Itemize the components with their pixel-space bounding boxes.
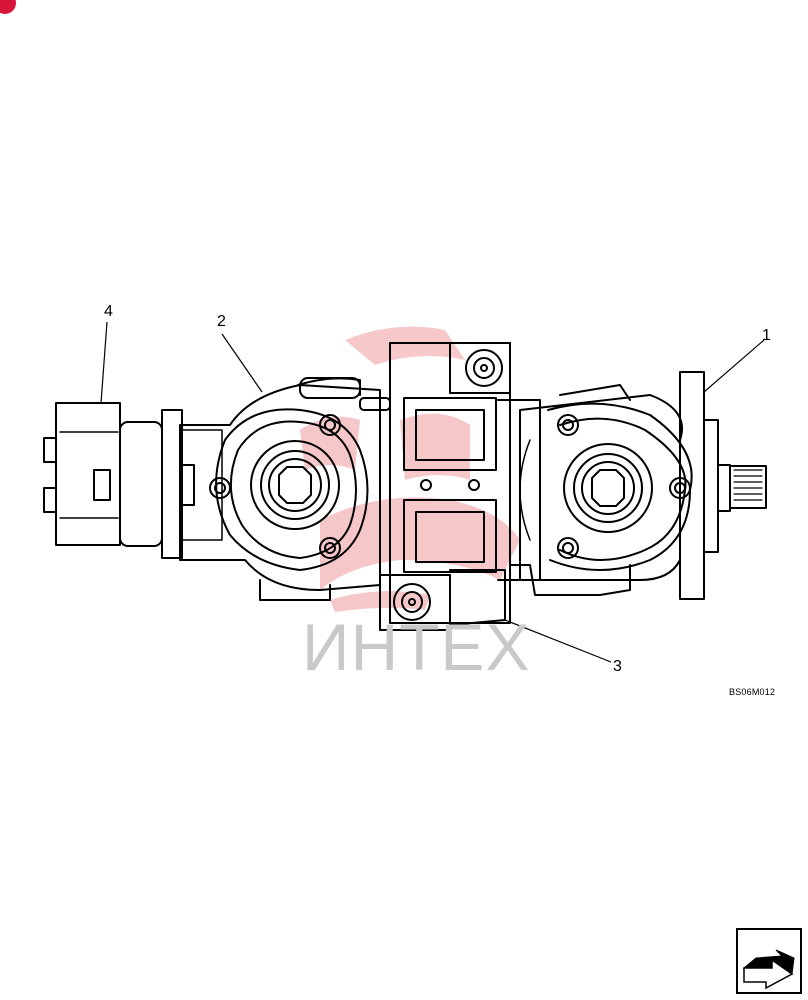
callout-4: 4 [104,303,113,320]
callout-2: 2 [217,313,226,330]
corner-badge [0,0,16,14]
callout-3: 3 [613,658,622,675]
figure-code: BS06M012 [729,687,776,697]
next-page-button[interactable] [736,928,802,994]
arrow-right-icon [736,928,802,994]
watermark-text: ИНТЕХ [302,610,531,684]
callout-1: 1 [762,327,771,344]
